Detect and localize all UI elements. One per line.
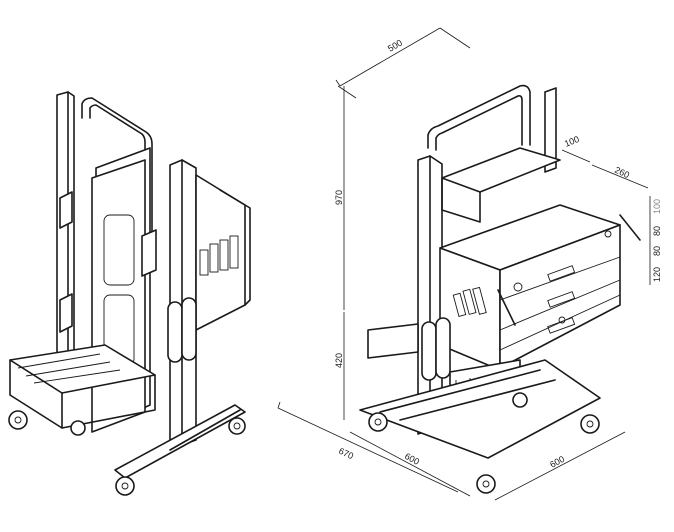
dim-base-diag: 670 <box>337 446 355 461</box>
dim-drawer-depth: 100 <box>563 134 581 149</box>
dim-stack-mid: 80 <box>652 226 662 236</box>
dim-drawer-width: 260 <box>613 165 631 180</box>
right-cart-view <box>359 84 641 494</box>
dim-stack-low: 80 <box>652 246 662 256</box>
dim-width-top: 500 <box>386 38 404 54</box>
left-cart-view <box>8 91 251 496</box>
dimension-lines: 500 970 420 670 600 600 100 260 100 80 8… <box>277 27 662 501</box>
dim-height-lower: 420 <box>334 353 344 368</box>
dim-base-front: 600 <box>403 451 421 467</box>
dim-stack-bottom: 120 <box>652 267 662 282</box>
dim-height-total: 970 <box>334 190 344 205</box>
dim-base-side: 600 <box>548 454 566 470</box>
dim-stack-top: 100 <box>652 199 662 214</box>
